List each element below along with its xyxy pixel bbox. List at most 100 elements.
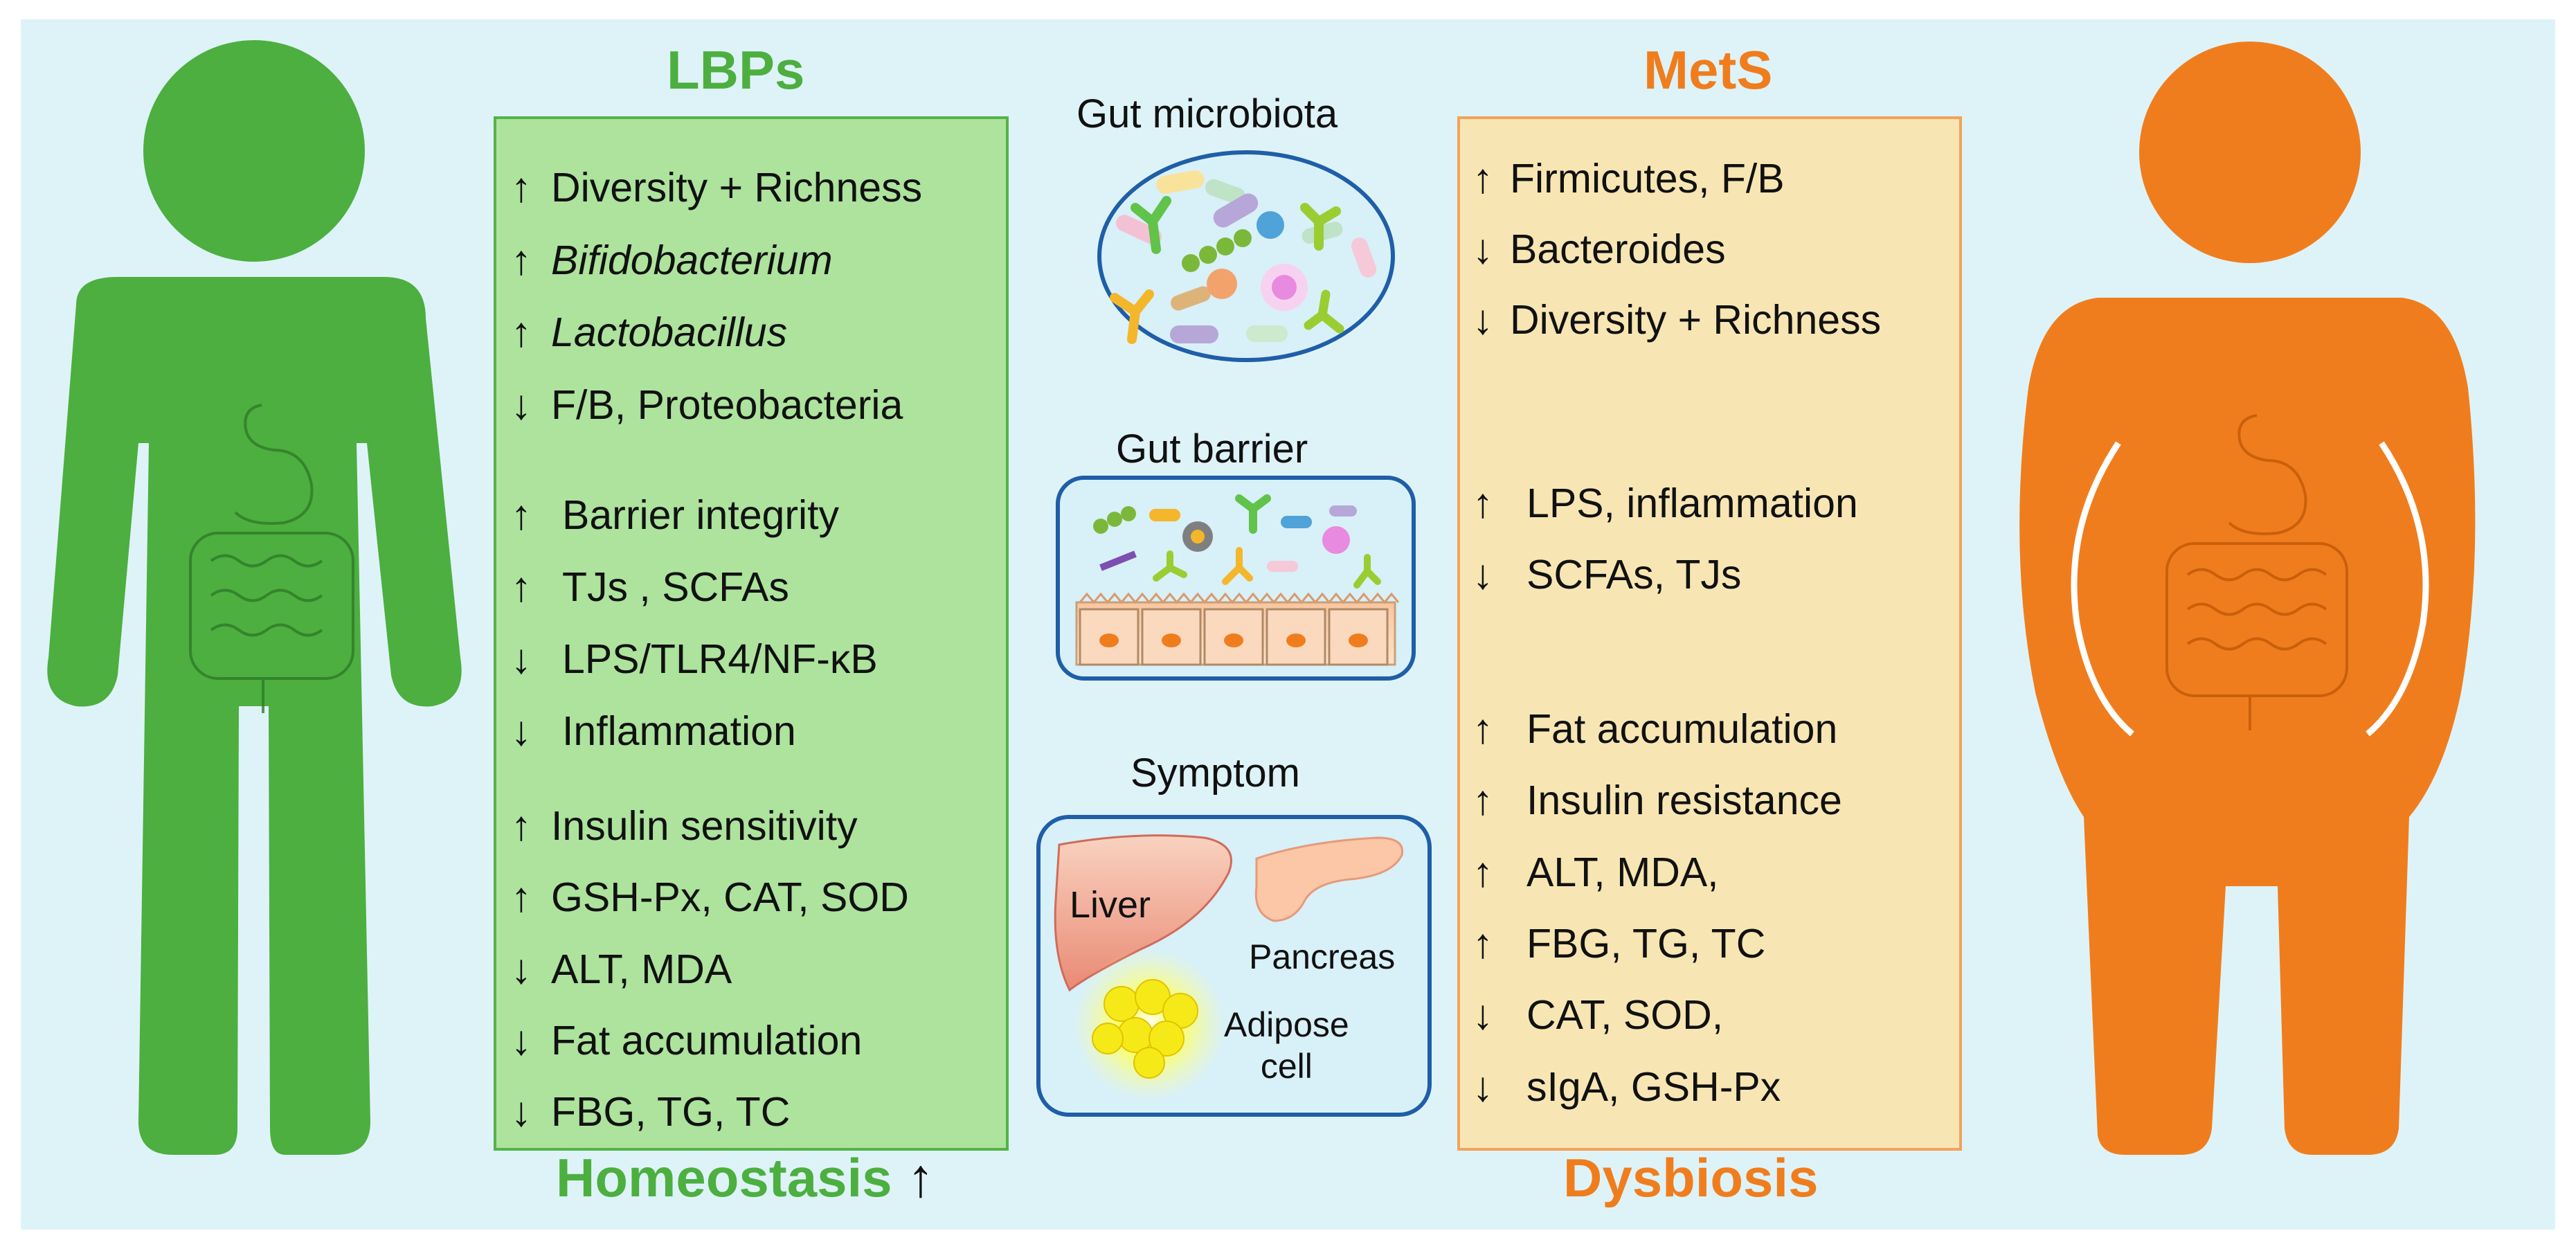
- item-text: Fat accumulation: [551, 1018, 863, 1063]
- symptom-title: Symptom: [1131, 751, 1300, 796]
- mets-item: ↑ FBG, TG, TC: [1472, 923, 1765, 964]
- item-text: Lactobacillus: [551, 309, 788, 355]
- arrow-glyph: ↓: [1472, 551, 1493, 597]
- adipose-label-line2: cell: [1260, 1047, 1313, 1086]
- arrow-glyph: ↑: [511, 237, 532, 283]
- item-text: FBG, TG, TC: [551, 1089, 791, 1135]
- lbps-item: ↑ Bifidobacterium: [511, 240, 833, 281]
- dysbiosis-label: Dysbiosis: [1563, 1147, 1819, 1208]
- mets-item: ↑ Insulin resistance: [1472, 780, 1842, 821]
- gut-microbiota-illustration: [1097, 150, 1395, 362]
- item-text: TJs , SCFAs: [562, 564, 789, 610]
- arrow-glyph: ↑: [511, 874, 532, 920]
- lbps-item: ↓ F/B, Proteobacteria: [511, 384, 903, 426]
- item-text: LPS, inflammation: [1526, 480, 1858, 526]
- lbps-item: ↓ Fat accumulation: [511, 1020, 862, 1061]
- obese-person-figure: [2019, 42, 2476, 1155]
- homeostasis-text: Homeostasis: [556, 1147, 892, 1208]
- arrow-glyph: ↑: [1472, 480, 1493, 526]
- mets-item: ↑ LPS, inflammation: [1472, 483, 1858, 524]
- item-text: Insulin sensitivity: [551, 803, 858, 849]
- mets-item: ↑ ALT, MDA,: [1472, 852, 1719, 893]
- lbps-item: ↑ TJs , SCFAs: [511, 566, 789, 608]
- item-text: Insulin resistance: [1526, 778, 1842, 823]
- healthy-person-figure: [47, 40, 462, 1155]
- item-text: sIgA, GSH-Px: [1526, 1064, 1781, 1110]
- lbps-item: ↑ Barrier integrity: [511, 494, 839, 536]
- lbps-item: ↓ LPS/TLR4/NF-κB: [511, 638, 878, 680]
- mets-panel: [1457, 116, 1962, 1151]
- lbps-item: ↑ Insulin sensitivity: [511, 805, 858, 847]
- mets-item: ↑ Firmicutes, F/B: [1472, 158, 1785, 199]
- item-text: Bifidobacterium: [551, 237, 833, 283]
- arrow-glyph: ↓: [1472, 296, 1493, 343]
- adipose-cell-label: Adipose cell: [1224, 1004, 1349, 1087]
- arrow-glyph: ↓: [1472, 1063, 1493, 1110]
- item-text: ALT, MDA,: [1526, 850, 1719, 895]
- gut-barrier-title: Gut barrier: [1116, 426, 1308, 471]
- arrow-glyph: ↓: [511, 1017, 532, 1063]
- item-text: ALT, MDA: [551, 946, 732, 992]
- arrow-glyph: ↓: [511, 1088, 532, 1135]
- lbps-title: LBPs: [667, 39, 805, 100]
- item-text: Diversity + Richness: [1510, 297, 1882, 343]
- pancreas-label: Pancreas: [1249, 937, 1396, 976]
- lbps-item: ↓ Inflammation: [511, 710, 796, 752]
- item-text: Inflammation: [562, 708, 796, 754]
- gut-microbiota-title: Gut microbiota: [1077, 91, 1338, 136]
- arrow-glyph: ↑: [511, 309, 532, 355]
- mets-item: ↓ sIgA, GSH-Px: [1472, 1066, 1781, 1108]
- arrow-glyph: ↓: [511, 636, 532, 682]
- liver-shape: [1054, 834, 1232, 992]
- arrow-glyph: ↑: [511, 492, 532, 538]
- arrow-glyph: ↑: [1472, 920, 1493, 967]
- lbps-item: ↑ Diversity + Richness: [511, 167, 922, 208]
- lbps-item: ↓ ALT, MDA: [511, 949, 732, 990]
- item-text: Fat accumulation: [1526, 706, 1838, 752]
- arrow-glyph: ↑: [1472, 155, 1493, 201]
- item-text: FBG, TG, TC: [1526, 921, 1766, 967]
- homeostasis-arrow: ↑: [907, 1147, 935, 1208]
- healthy-gut-outline: [189, 404, 354, 713]
- item-text: Diversity + Richness: [551, 165, 923, 210]
- item-text: F/B, Proteobacteria: [551, 382, 903, 428]
- mets-item: ↓ SCFAs, TJs: [1472, 554, 1741, 595]
- obese-body-contour-lines: [2071, 441, 2429, 737]
- arrow-glyph: ↑: [1472, 706, 1493, 752]
- arrow-glyph: ↓: [511, 946, 532, 992]
- arrow-glyph: ↓: [511, 381, 532, 428]
- mets-item: ↑ Fat accumulation: [1472, 708, 1837, 750]
- item-text: Barrier integrity: [562, 492, 840, 538]
- lbps-item: ↑ Lactobacillus: [511, 312, 787, 353]
- mets-title: MetS: [1643, 39, 1773, 100]
- item-text: Bacteroides: [1510, 226, 1726, 272]
- item-text: Firmicutes, F/B: [1510, 156, 1785, 201]
- arrow-glyph: ↑: [1472, 777, 1493, 823]
- pancreas-shape: [1254, 836, 1404, 922]
- arrow-glyph: ↓: [1472, 991, 1493, 1038]
- mets-item: ↓ Diversity + Richness: [1472, 299, 1881, 341]
- obese-gut-outline: [2165, 414, 2348, 730]
- mets-item: ↓ Bacteroides: [1472, 228, 1726, 270]
- item-text: LPS/TLR4/NF-κB: [562, 636, 878, 682]
- lbps-item: ↓ FBG, TG, TC: [511, 1091, 790, 1133]
- lbps-item: ↑ GSH-Px, CAT, SOD: [511, 877, 909, 918]
- arrow-glyph: ↓: [511, 708, 532, 754]
- item-text: CAT, SOD,: [1526, 992, 1724, 1038]
- arrow-glyph: ↑: [511, 164, 532, 210]
- arrow-glyph: ↑: [511, 564, 532, 610]
- liver-label: Liver: [1070, 884, 1151, 926]
- symptom-illustration: [1036, 815, 1432, 1117]
- homeostasis-label: Homeostasis ↑: [556, 1151, 934, 1205]
- arrow-glyph: ↑: [1472, 849, 1493, 895]
- adipose-label-line1: Adipose: [1224, 1005, 1349, 1044]
- item-text: GSH-Px, CAT, SOD: [551, 874, 909, 920]
- gut-barrier-illustration: [1056, 476, 1416, 681]
- arrow-glyph: ↓: [1472, 226, 1493, 272]
- arrow-glyph: ↑: [511, 802, 532, 849]
- lbps-panel: [494, 116, 1009, 1151]
- item-text: SCFAs, TJs: [1526, 552, 1742, 597]
- mets-item: ↓ CAT, SOD,: [1472, 994, 1723, 1036]
